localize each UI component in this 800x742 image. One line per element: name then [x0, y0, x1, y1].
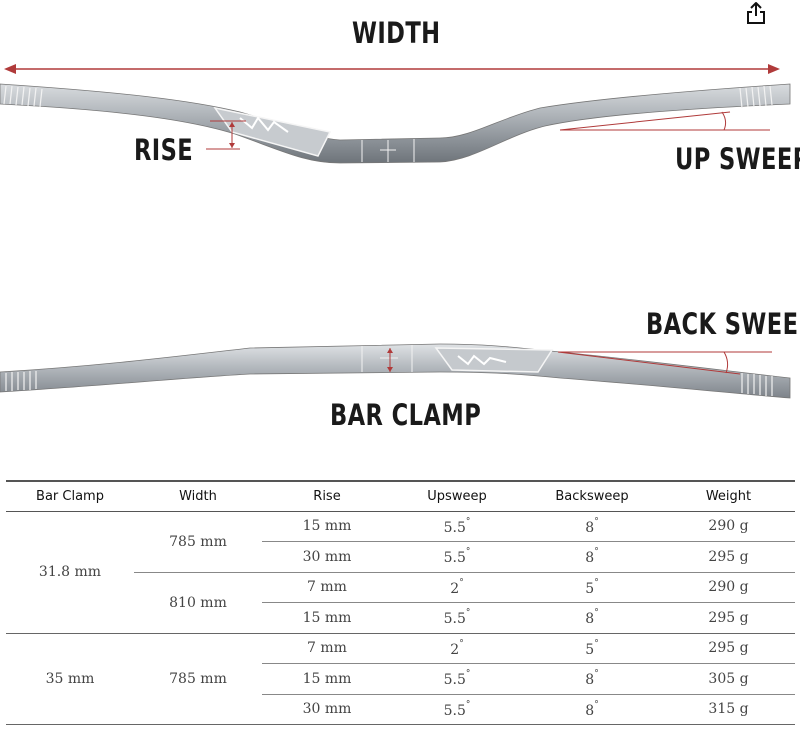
rise-label: RISE	[134, 133, 194, 167]
rise-cell: 7 mm	[262, 572, 392, 603]
header-backsweep: Backsweep	[522, 480, 662, 512]
rise-cell: 7 mm	[262, 633, 392, 664]
rise-cell: 30 mm	[262, 694, 392, 725]
width-label: WIDTH	[352, 16, 441, 50]
rise-cell: 15 mm	[262, 663, 392, 695]
back-sweep-label: BACK SWEEP	[646, 307, 800, 341]
weight-cell: 305 g	[662, 663, 795, 695]
width-arrow	[4, 64, 780, 74]
weight-cell: 295 g	[662, 633, 795, 664]
up-sweep-label: UP SWEEP	[675, 142, 800, 176]
backsweep-cell: 8°	[522, 541, 662, 573]
share-icon	[747, 2, 765, 24]
table-row: 30 mm 5.5° 8° 295 g	[6, 541, 795, 573]
upsweep-cell: 5.5°	[392, 541, 522, 573]
rise-cell: 30 mm	[262, 541, 392, 573]
header-weight: Weight	[662, 480, 795, 512]
header-rise: Rise	[262, 480, 392, 512]
clamp-cell: 35 mm	[6, 633, 134, 725]
rise-cell: 15 mm	[262, 602, 392, 634]
table-header-row: Bar Clamp Width Rise Upsweep Backsweep W…	[6, 480, 795, 512]
weight-cell: 295 g	[662, 602, 795, 634]
backsweep-cell: 5°	[522, 633, 662, 664]
backsweep-cell: 5°	[522, 572, 662, 603]
backsweep-cell: 8°	[522, 663, 662, 695]
table-row: 30 mm 5.5° 8° 315 g	[6, 694, 795, 725]
width-cell: 810 mm	[134, 572, 262, 634]
weight-cell: 290 g	[662, 511, 795, 542]
header-width: Width	[134, 480, 262, 512]
header-upsweep: Upsweep	[392, 480, 522, 512]
spec-table: Bar Clamp Width Rise Upsweep Backsweep W…	[6, 480, 795, 725]
table-row: 15 mm 5.5° 8° 295 g	[6, 602, 795, 634]
upsweep-cell: 5.5°	[392, 663, 522, 695]
backsweep-cell: 8°	[522, 694, 662, 725]
backsweep-cell: 8°	[522, 511, 662, 542]
table-row: 15 mm 5.5° 8° 305 g	[6, 663, 795, 695]
table-row: 35 mm 785 mm 7 mm 2° 5° 295 g	[6, 633, 795, 725]
share-button[interactable]	[742, 0, 770, 26]
backsweep-cell: 8°	[522, 602, 662, 634]
handlebar-diagram	[0, 64, 791, 399]
weight-cell: 290 g	[662, 572, 795, 603]
table-row: 31.8 mm 785 mm 15 mm 5.5° 8° 290 g	[6, 511, 795, 634]
rise-cell: 15 mm	[262, 511, 392, 542]
upsweep-cell: 5.5°	[392, 602, 522, 634]
upsweep-cell: 5.5°	[392, 511, 522, 542]
upsweep-cell: 5.5°	[392, 694, 522, 725]
bar-clamp-label: BAR CLAMP	[330, 398, 482, 432]
upsweep-cell: 2°	[392, 572, 522, 603]
width-cell: 785 mm	[134, 511, 262, 573]
weight-cell: 295 g	[662, 541, 795, 573]
header-bar-clamp: Bar Clamp	[6, 480, 134, 512]
handlebar-front-view	[0, 83, 791, 164]
upsweep-cell: 2°	[392, 633, 522, 664]
handlebar-top-view	[0, 343, 791, 399]
weight-cell: 315 g	[662, 694, 795, 725]
clamp-cell: 31.8 mm	[6, 511, 134, 634]
width-cell: 785 mm	[134, 633, 262, 725]
table-row: 810 mm 7 mm 2° 5° 290 g	[6, 572, 795, 634]
